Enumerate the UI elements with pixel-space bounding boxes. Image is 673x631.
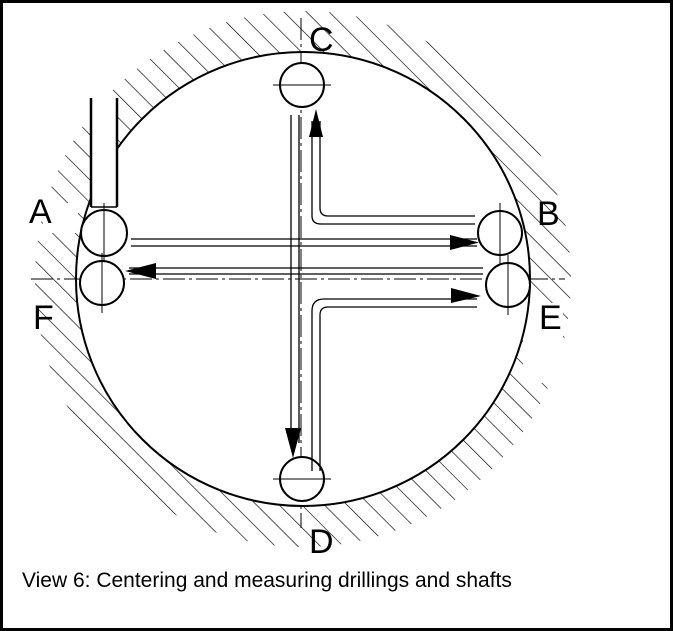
label-b: B xyxy=(537,195,560,233)
label-e: E xyxy=(539,299,562,337)
probe-stylus xyxy=(89,97,119,215)
probe-ball-f xyxy=(79,253,125,313)
figure-caption: View 6: Centering and measuring drilling… xyxy=(22,569,512,592)
path-to-e xyxy=(311,298,477,471)
path-b-to-c xyxy=(319,121,475,217)
probe-paths xyxy=(125,109,483,471)
label-d: D xyxy=(309,523,334,561)
probe-ball-d xyxy=(273,456,331,502)
probe-ball-a xyxy=(80,203,128,265)
probe-ball-e xyxy=(485,255,531,315)
probe-ball-b xyxy=(477,203,523,265)
drilling-diagram: C D A F B E xyxy=(29,11,571,561)
label-a: A xyxy=(29,193,52,231)
probe-ball-c xyxy=(273,62,331,108)
hatch-gap-right xyxy=(523,303,563,383)
hatch-gap-left xyxy=(43,203,78,233)
label-f: F xyxy=(33,299,54,337)
hatched-material xyxy=(35,11,571,547)
label-c: C xyxy=(309,21,334,59)
